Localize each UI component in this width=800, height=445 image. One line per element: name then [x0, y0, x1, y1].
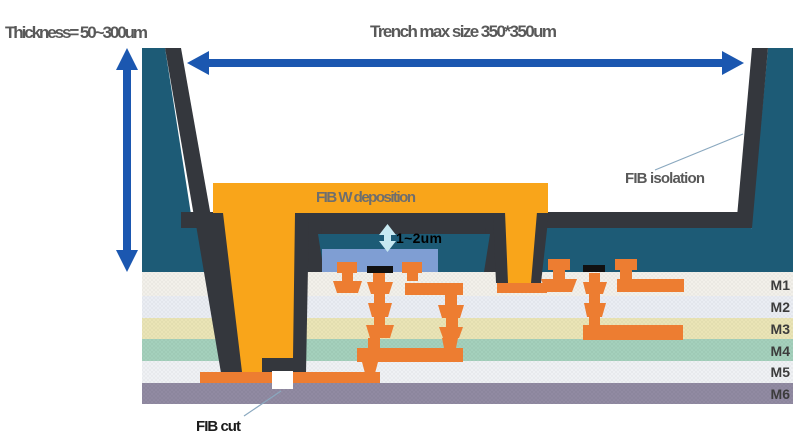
via-pad: [439, 327, 463, 338]
w-column-left: [194, 213, 309, 373]
trench-width-double-arrow-icon: [187, 51, 744, 75]
w-plug-middle: [493, 212, 549, 293]
via-pad: [541, 279, 577, 292]
via-pad: [583, 282, 607, 294]
via-stem: [342, 273, 353, 281]
via-pad: [368, 303, 392, 317]
fib-cut-label: FIB cut: [196, 418, 241, 435]
inner-trench-top-lining: [303, 226, 507, 234]
via-pad: [367, 282, 393, 294]
m2-label: M2: [771, 299, 791, 315]
trench-floor: [181, 212, 751, 228]
m1-label: M1: [771, 277, 791, 293]
trench-lining: [165, 48, 768, 228]
via-stem: [445, 295, 457, 305]
m4-label: M4: [771, 343, 791, 359]
fib-cut-gap: [272, 371, 293, 389]
contact-pad: [548, 259, 570, 270]
remaining-silicon-label: 1~2um: [396, 230, 442, 246]
w-plug-landing-pad: [497, 283, 547, 293]
right-wall-lining: [736, 48, 768, 228]
poly-gate-right: [583, 265, 605, 272]
via-pad: [333, 281, 362, 293]
trench-size-label: Trench max size 350*350um: [370, 22, 557, 41]
via-stem: [373, 273, 385, 282]
m6-label: M6: [771, 386, 791, 402]
via-m3-to-m4: [442, 338, 458, 348]
via-pad: [438, 305, 464, 318]
via-stem: [589, 294, 600, 303]
fib-isolation-label: FIB isolation: [625, 170, 705, 187]
via-stem: [374, 317, 385, 325]
via-stem: [589, 273, 600, 282]
thickness-label: Thickness= 50~300um: [5, 23, 148, 42]
m1-trace-right: [617, 279, 684, 292]
m3-label: M3: [771, 321, 791, 337]
right-trench-wall: [747, 48, 793, 272]
via-stem: [620, 270, 632, 279]
remaining-silicon-double-arrow-icon: [379, 224, 396, 252]
contact-pad: [337, 262, 357, 273]
via-stem: [407, 273, 418, 281]
m3-trace-right: [583, 325, 683, 340]
left-wall-lining: [165, 48, 213, 228]
thickness-double-arrow-icon: [116, 48, 138, 272]
contact-pad: [402, 262, 422, 273]
via-stem: [553, 270, 565, 279]
metal-layer-labels: M1 M2 M3 M4 M5 M6: [771, 277, 791, 402]
w-column-fill: [223, 213, 295, 372]
w-plug-fill: [505, 212, 537, 283]
contact-pad: [615, 259, 637, 270]
via-stem: [374, 294, 385, 303]
via-stem: [446, 318, 458, 327]
via-pad: [584, 303, 606, 317]
via-stem: [368, 338, 380, 348]
w-deposition-strap: [213, 183, 548, 213]
m1-trace-left: [405, 283, 463, 295]
m5-label: M5: [771, 364, 791, 380]
poly-gate-left: [367, 266, 393, 273]
fib-cut-callout-line: [243, 390, 282, 417]
m4-trace: [357, 348, 463, 362]
interconnects: [200, 259, 684, 383]
fib-w-deposition-label: FIB W deposition: [316, 189, 416, 206]
via-pad: [366, 325, 394, 338]
via-m4-to-m5: [362, 362, 378, 377]
fib-isolation-callout-line: [654, 133, 744, 171]
via-stem: [589, 317, 600, 325]
